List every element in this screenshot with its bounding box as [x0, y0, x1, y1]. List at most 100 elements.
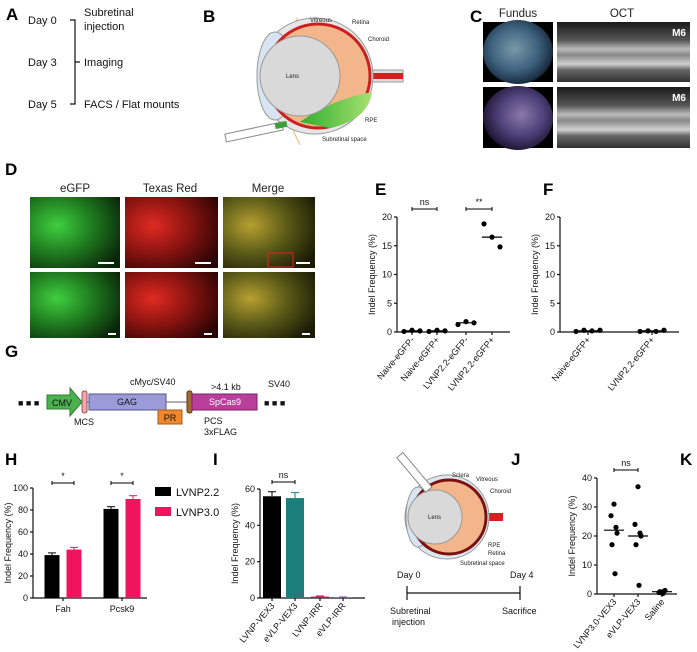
panel-d-microscopy: D eGFP Texas Red Merge: [5, 160, 315, 338]
label-lens: Lens: [428, 515, 441, 521]
start-day: Day 0: [397, 570, 421, 580]
lens-shape: [259, 35, 341, 117]
timeline-day: Day 0: [28, 15, 57, 27]
panel-label-k: K: [680, 450, 693, 469]
label-subretinal-space: Subretinal space: [322, 137, 367, 143]
y-tick-label: 40: [582, 473, 592, 483]
data-point: [661, 327, 667, 333]
legend-label: LVNP3.0: [176, 507, 219, 519]
bar: [263, 496, 281, 598]
egfp-image: [30, 272, 120, 338]
column-header-texas-red: Texas Red: [143, 183, 197, 195]
y-tick-label: 20: [582, 531, 592, 541]
y-tick-label: 40: [245, 520, 255, 530]
subretinal-bleb: [300, 92, 372, 128]
syringe-icon: [396, 451, 433, 493]
significance-bracket: [110, 481, 134, 485]
mcs-site: [81, 390, 88, 414]
significance-label: *: [61, 471, 65, 481]
panel-label-b: B: [203, 7, 215, 26]
label-sclera: Sclera: [452, 473, 470, 479]
panel-b-eye-diagram: B Vitreous Retina Choroid Lens RPE Subre…: [203, 7, 404, 146]
label-rpe: RPE: [365, 118, 377, 124]
scale-bars: [98, 262, 310, 335]
panel-g-construct: G ■ ■ ■ ■ ■ ■ CMV MCS GAG PR SpCas9 cMyc…: [5, 342, 290, 437]
cmv-promoter: [46, 386, 83, 418]
oct-image-2: [557, 87, 690, 148]
label-choroid: Choroid: [490, 489, 511, 495]
panel-label-i: I: [213, 450, 218, 469]
timeline-bar: [406, 586, 521, 600]
y-axis-label: Indel Frequency (%): [3, 502, 13, 583]
significance-label: *: [120, 471, 124, 481]
timeline-event: injection: [84, 21, 124, 33]
size-label: >4.1 kb: [211, 382, 241, 392]
label-subretinal-space: Subretinal space: [460, 561, 505, 567]
y-tick-label: 15: [545, 241, 555, 251]
spcas9-block: [191, 393, 258, 411]
bar-lvnp3.0: [125, 499, 141, 598]
y-tick-label: 60: [18, 527, 28, 537]
bar-lvnp3.0: [66, 549, 82, 598]
data-point: [612, 571, 618, 577]
legend-swatch: [155, 487, 171, 496]
x-tick-label: Saline: [643, 597, 667, 623]
texas-red-image: [125, 197, 218, 268]
significance-label: ns: [279, 470, 289, 480]
data-point: [635, 484, 641, 490]
x-tick-label: Pcsk9: [110, 604, 135, 614]
label-retina: Retina: [488, 551, 506, 557]
data-point: [481, 221, 487, 227]
bar: [334, 597, 352, 598]
bar: [311, 596, 329, 598]
data-point: [636, 582, 642, 588]
y-tick-label: 80: [18, 505, 28, 515]
significance-bracket: [465, 207, 493, 211]
gag-label: GAG: [117, 397, 137, 407]
y-tick-label: 40: [18, 549, 28, 559]
timeline-event: Subretinal: [84, 7, 134, 19]
y-axis-label: Indel Frequency (%): [230, 503, 240, 584]
optic-vessel: [370, 73, 403, 79]
bar-lvnp2.2: [103, 508, 119, 598]
pcs-site: [186, 390, 193, 414]
panel-label-h: H: [5, 450, 17, 469]
zoom-inset-box: [267, 252, 294, 268]
egfp-image: [30, 197, 120, 268]
data-point: [609, 542, 615, 548]
y-axis-label: Indel Frequency (%): [567, 495, 577, 576]
y-tick-label: 5: [387, 298, 392, 308]
mcs-label: MCS: [74, 417, 94, 427]
ellipsis-left: ■ ■ ■: [18, 398, 39, 408]
label-rpe: RPE: [488, 543, 500, 549]
flag-label: 3xFLAG: [204, 427, 237, 437]
x-tick-label: LVNP2.2-eGFP+: [606, 335, 657, 393]
panel-label-f: F: [543, 180, 553, 199]
label-lens: Lens: [286, 74, 299, 80]
label-vitreous: Vitreous: [476, 477, 498, 483]
end-event: Sacrifice: [502, 606, 537, 616]
y-tick-label: 60: [245, 484, 255, 494]
x-tick-label: LVNP2.2-eGFP+: [446, 335, 497, 393]
cmv-label: CMV: [52, 398, 72, 408]
y-tick-label: 20: [245, 557, 255, 567]
timeline-day: Day 3: [28, 57, 57, 69]
significance-bracket: [271, 480, 296, 484]
y-tick-label: 5: [550, 298, 555, 308]
panel-a-timeline: A Day 0 Subretinal injection Day 3 Imagi…: [6, 5, 180, 111]
significance-bracket: [51, 481, 75, 485]
merge-image: [223, 272, 315, 338]
oct-header: OCT: [610, 8, 634, 20]
panel-j-eye-timeline: J Sclera Vitreous Choroid Lens RPE Retin…: [390, 450, 537, 627]
fundus-header: Fundus: [499, 8, 538, 20]
bar-lvnp2.2: [44, 555, 60, 598]
label-retina: Retina: [352, 20, 370, 26]
panel-c-imaging: C Fundus OCT M6 M6: [470, 7, 690, 150]
pr-block: [157, 409, 183, 425]
y-tick-label: 30: [582, 502, 592, 512]
panel-label-e: E: [375, 180, 386, 199]
y-tick-label: 0: [587, 589, 592, 599]
